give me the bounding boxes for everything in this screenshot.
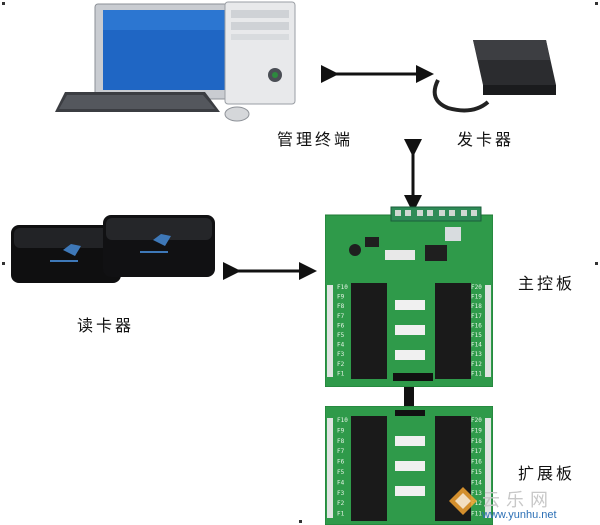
desktop-computer-icon <box>55 1 296 122</box>
expansion-board-pin-label: F18 <box>471 438 482 445</box>
expansion-board-pin-label: F8 <box>337 438 345 445</box>
main-board-pin-label: F3 <box>337 351 345 358</box>
card-reader-label: 读卡器 <box>77 316 135 335</box>
main-board-pin-label: F10 <box>337 284 348 291</box>
main-board-pin-label: F17 <box>471 313 482 320</box>
main-board-pin-label: F15 <box>471 332 482 339</box>
main-board-pin-label: F4 <box>337 342 345 349</box>
expansion-board-label: 扩展板 <box>518 464 576 483</box>
card-issuer-label: 发卡器 <box>457 130 515 149</box>
main-board-pin-label: F5 <box>337 332 345 339</box>
corner-marker <box>595 262 598 265</box>
main-board-pin-label: F12 <box>471 361 482 368</box>
main-board-pin-label: F6 <box>337 322 345 329</box>
expansion-board-pin-label: F11 <box>471 511 482 518</box>
main-board-pin-label: F18 <box>471 303 482 310</box>
watermark: 云乐网 www.yunhu.net <box>448 486 598 524</box>
watermark-site: 云乐网 <box>482 490 554 511</box>
main-board-pin-label: F8 <box>337 303 345 310</box>
corner-marker <box>299 520 302 523</box>
expansion-board-pin-label: F7 <box>337 448 345 455</box>
main-board-pin-label: F19 <box>471 294 482 301</box>
main-board-pin-label: F7 <box>337 313 345 320</box>
expansion-board-pin-label: F5 <box>337 469 345 476</box>
expansion-board-pin-label: F16 <box>471 459 482 466</box>
card-issuer-icon <box>432 40 556 113</box>
expansion-board-pin-label: F4 <box>337 479 345 486</box>
main-board-pin-label: F2 <box>337 361 345 368</box>
expansion-board-pin-label: F1 <box>337 511 345 518</box>
expansion-board-pin-label: F12 <box>471 500 482 507</box>
card-reader-icon <box>11 215 215 283</box>
corner-marker <box>595 2 598 5</box>
corner-marker <box>2 262 5 265</box>
main-board-pin-label: F14 <box>471 342 482 349</box>
expansion-board-pin-label: F13 <box>471 490 482 497</box>
expansion-board-pin-label: F14 <box>471 479 482 486</box>
expansion-board-pin-label: F17 <box>471 448 482 455</box>
management-terminal-label: 管理终端 <box>277 130 354 149</box>
expansion-board-pin-label: F20 <box>471 417 482 424</box>
main-board-label: 主控板 <box>518 274 576 293</box>
expansion-board-pin-label: F19 <box>471 427 482 434</box>
expansion-board-pin-label: F3 <box>337 490 345 497</box>
watermark-url: www.yunhu.net <box>482 509 557 521</box>
expansion-board-pin-label: F10 <box>337 417 348 424</box>
watermark-logo-icon <box>449 487 477 515</box>
main-board-pin-label: F11 <box>471 370 482 377</box>
expansion-board-pin-label: F15 <box>471 469 482 476</box>
main-board-pin-label: F13 <box>471 351 482 358</box>
board-connector-cable <box>404 386 414 408</box>
corner-marker <box>2 2 5 5</box>
expansion-board-pin-label: F2 <box>337 500 345 507</box>
main-board-pin-label: F1 <box>337 370 345 377</box>
expansion-board-pin-label: F6 <box>337 459 345 466</box>
main-board-pin-label: F16 <box>471 322 482 329</box>
main-board-pin-label: F20 <box>471 284 482 291</box>
expansion-board-pin-label: F9 <box>337 427 345 434</box>
main-board-pin-label: F9 <box>337 294 345 301</box>
